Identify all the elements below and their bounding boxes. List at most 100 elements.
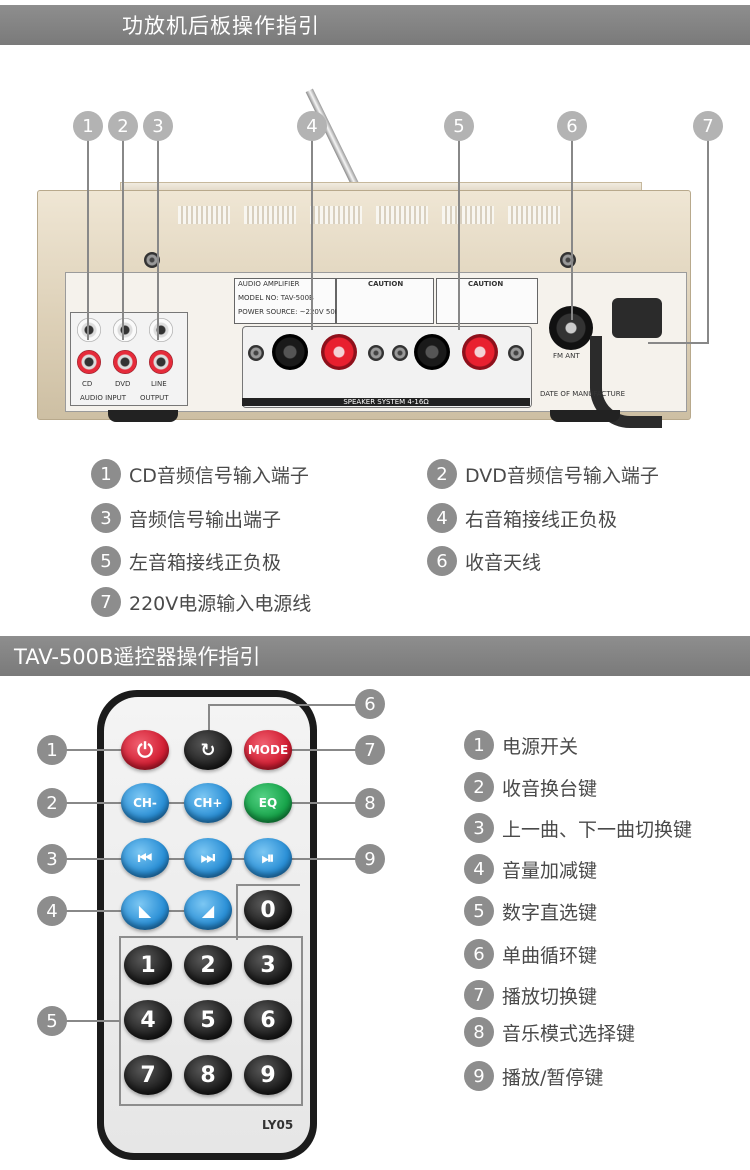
volume-up-icon: ◢ bbox=[201, 900, 215, 920]
eq-button[interactable]: EQ bbox=[244, 783, 292, 823]
dvd-label: DVD bbox=[115, 380, 131, 388]
legend-item: 7 220V电源输入电源线 bbox=[91, 587, 311, 617]
callout-badge: 7 bbox=[693, 111, 723, 141]
legend-label: 收音换台键 bbox=[502, 777, 598, 800]
left-negative-terminal bbox=[414, 334, 450, 370]
legend-item: 4 右音箱接线正负极 bbox=[427, 503, 617, 533]
legend-number: 3 bbox=[464, 813, 494, 843]
legend-number: 7 bbox=[464, 980, 494, 1010]
legend-item: 5 数字直选键 bbox=[464, 896, 597, 926]
digit-9-button[interactable]: 9 bbox=[244, 1055, 292, 1095]
volume-down-icon: ◣ bbox=[138, 900, 152, 920]
model-no-text: MODEL NO: TAV-500B bbox=[238, 294, 314, 302]
legend-number: 4 bbox=[427, 503, 457, 533]
callout-badge: 6 bbox=[355, 689, 385, 719]
callout-badge: 6 bbox=[557, 111, 587, 141]
legend-number: 4 bbox=[464, 854, 494, 884]
leader-line bbox=[66, 1020, 120, 1022]
legend-item: 6 单曲循环键 bbox=[464, 939, 597, 969]
right-positive-terminal bbox=[321, 334, 357, 370]
leader-line bbox=[268, 749, 358, 751]
line-left-jack bbox=[149, 318, 173, 342]
callout-badge: 5 bbox=[444, 111, 474, 141]
volume-up-button[interactable]: ◢ bbox=[184, 890, 232, 930]
digit-0-button[interactable]: 0 bbox=[244, 890, 292, 930]
leader-line bbox=[122, 140, 124, 340]
legend-label: 音量加减键 bbox=[502, 859, 598, 882]
callout-badge: 1 bbox=[73, 111, 103, 141]
legend-number: 1 bbox=[464, 730, 494, 760]
date-label: DATE OF MANUFACTURE bbox=[540, 390, 626, 398]
screw bbox=[560, 252, 576, 268]
legend-item: 9 播放/暂停键 bbox=[464, 1061, 603, 1091]
section-header-remote: TAV-500B遥控器操作指引 bbox=[0, 636, 750, 676]
legend-number: 2 bbox=[427, 459, 457, 489]
vent bbox=[442, 206, 494, 224]
mode-button[interactable]: MODE bbox=[244, 730, 292, 770]
legend-label: 电源开关 bbox=[502, 735, 579, 758]
section-header-amplifier: 功放机后板操作指引 bbox=[0, 5, 750, 45]
cd-label: CD bbox=[82, 380, 93, 388]
callout-badge: 3 bbox=[143, 111, 173, 141]
speaker-system-label: SPEAKER SYSTEM 4-16Ω bbox=[242, 398, 530, 406]
legend-label: 220V电源输入电源线 bbox=[129, 592, 312, 615]
next-track-button[interactable]: ⏭ bbox=[184, 838, 232, 878]
power-icon: ⏻ bbox=[137, 738, 153, 762]
power-button[interactable]: ⏻ bbox=[121, 730, 169, 770]
callout-badge: 2 bbox=[108, 111, 138, 141]
legend-item: 1 电源开关 bbox=[464, 730, 578, 760]
caution-box bbox=[336, 278, 434, 324]
previous-track-button[interactable]: ⏮ bbox=[121, 838, 169, 878]
leader-line bbox=[571, 140, 573, 320]
repeat-button[interactable]: ↻ bbox=[184, 730, 232, 770]
legend-number: 9 bbox=[464, 1061, 494, 1091]
callout-badge: 9 bbox=[355, 844, 385, 874]
leader-line bbox=[208, 704, 358, 706]
leader-line bbox=[157, 140, 159, 340]
remote-model-label: LY05 bbox=[262, 1118, 294, 1132]
power-source-text: POWER SOURCE: ~220V 50Hz bbox=[238, 308, 344, 316]
digit-8-button[interactable]: 8 bbox=[184, 1055, 232, 1095]
legend-number: 2 bbox=[464, 772, 494, 802]
digit-3-button[interactable]: 3 bbox=[244, 945, 292, 985]
legend-item: 4 音量加减键 bbox=[464, 854, 597, 884]
leader-line bbox=[66, 749, 148, 751]
leader-line bbox=[458, 140, 460, 330]
digit-4-button[interactable]: 4 bbox=[124, 1000, 172, 1040]
digit-1-button[interactable]: 1 bbox=[124, 945, 172, 985]
legend-item: 6 收音天线 bbox=[427, 546, 541, 576]
digit-7-button[interactable]: 7 bbox=[124, 1055, 172, 1095]
power-plug bbox=[612, 298, 662, 338]
keypad-outline bbox=[119, 936, 303, 1106]
leader-line bbox=[648, 342, 709, 344]
left-positive-terminal bbox=[462, 334, 498, 370]
screw bbox=[368, 345, 384, 361]
caution-heading: CAUTION bbox=[368, 280, 404, 288]
channel-up-button[interactable]: CH+ bbox=[184, 783, 232, 823]
digit-2-button[interactable]: 2 bbox=[184, 945, 232, 985]
legend-label: CD音频信号输入端子 bbox=[129, 464, 309, 487]
leader-line bbox=[208, 704, 210, 740]
volume-down-button[interactable]: ◣ bbox=[121, 890, 169, 930]
play-pause-button[interactable]: ⏯ bbox=[244, 838, 292, 878]
line-label: LINE bbox=[151, 380, 167, 388]
callout-badge: 7 bbox=[355, 735, 385, 765]
legend-label: 单曲循环键 bbox=[502, 944, 598, 967]
screw bbox=[248, 345, 264, 361]
callout-badge: 1 bbox=[37, 735, 67, 765]
legend-label: 上一曲、下一曲切换键 bbox=[502, 818, 693, 841]
next-track-icon: ⏭ bbox=[200, 848, 216, 867]
legend-item: 2 DVD音频信号输入端子 bbox=[427, 459, 659, 489]
channel-down-button[interactable]: CH- bbox=[121, 783, 169, 823]
legend-label: 播放切换键 bbox=[502, 985, 598, 1008]
dvd-right-jack bbox=[113, 350, 137, 374]
legend-number: 1 bbox=[91, 459, 121, 489]
legend-item: 1 CD音频信号输入端子 bbox=[91, 459, 309, 489]
callout-badge: 4 bbox=[297, 111, 327, 141]
legend-number: 6 bbox=[464, 939, 494, 969]
legend-label: 音频信号输出端子 bbox=[129, 508, 282, 531]
play-pause-icon: ⏯ bbox=[261, 848, 275, 867]
output-label: OUTPUT bbox=[140, 394, 169, 402]
digit-5-button[interactable]: 5 bbox=[184, 1000, 232, 1040]
digit-6-button[interactable]: 6 bbox=[244, 1000, 292, 1040]
